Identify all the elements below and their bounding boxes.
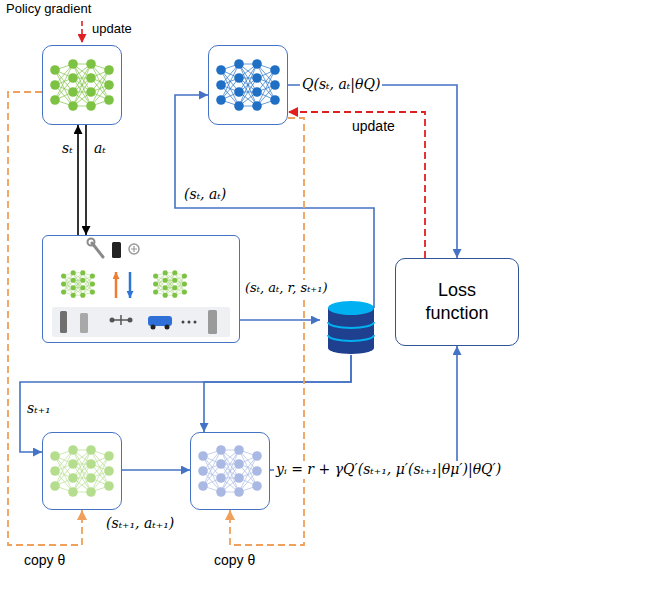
edge-label: copy θ — [22, 552, 67, 570]
target-actor-box — [42, 432, 122, 510]
environment-illustration — [208, 310, 217, 334]
edge-label: copy θ — [212, 552, 257, 570]
copy-arrow — [230, 118, 304, 545]
replay-buffer-icon — [328, 301, 374, 354]
edge-label: aₜ — [92, 140, 108, 158]
target-actor-network-icon — [50, 445, 114, 497]
replay-buffer-icon — [328, 301, 374, 315]
action-arrow — [85, 125, 87, 235]
sample-arrow — [204, 355, 351, 432]
actor-network-box — [42, 45, 122, 125]
loss-function-box: Loss function — [395, 258, 519, 346]
critic-network-icon — [216, 59, 280, 111]
node-label: Loss function — [396, 279, 518, 326]
environment-illustration — [129, 244, 139, 254]
target-critic-network-icon — [198, 445, 262, 497]
annotation-text: update — [90, 21, 134, 37]
critic-network-box — [208, 45, 288, 125]
replay-buffer — [320, 300, 382, 355]
environment-illustration — [182, 321, 185, 324]
environment-illustration — [165, 325, 170, 330]
edge-label: (sₜ₊₁, aₜ₊₁) — [104, 515, 176, 533]
update-arrow — [288, 112, 425, 258]
target-action-arrow — [122, 469, 190, 471]
replay-buffer-icon — [328, 342, 374, 354]
target-critic-box — [190, 432, 270, 510]
policy-gradient-arrow — [81, 21, 83, 43]
edge-label: sₜ — [60, 140, 75, 158]
actor-network-icon — [50, 59, 114, 111]
environment-illustration — [131, 246, 137, 252]
environment-illustration — [110, 318, 115, 323]
environment-illustration — [129, 272, 132, 298]
environment-illustration — [115, 272, 118, 298]
environment-illustration — [52, 239, 230, 338]
target-value-arrow — [270, 346, 457, 470]
environment-illustration — [60, 311, 67, 333]
sample-arrow — [175, 95, 374, 308]
environment-illustration — [52, 307, 230, 337]
environment-illustration — [80, 313, 88, 333]
environment-illustration — [112, 242, 121, 258]
replay-buffer-icon — [328, 322, 374, 341]
q-value-arrow — [288, 85, 457, 258]
edge-label: yᵢ = r + γQ′(sₜ₊₁, μ′(sₜ₊₁|θμ′)|θQ′) — [274, 461, 503, 479]
state-arrow — [77, 125, 79, 235]
edge-label: sₜ₊₁ — [25, 400, 53, 418]
environment-illustration — [88, 239, 95, 246]
environment-illustration — [194, 321, 197, 324]
edge-label: (sₜ, aₜ, r, sₜ₊₁) — [243, 280, 330, 296]
environment-illustration — [188, 321, 191, 324]
environment-illustration — [112, 315, 130, 325]
sample-arrow — [20, 355, 351, 452]
environment-illustration — [153, 270, 187, 298]
environment-illustration — [148, 316, 172, 326]
environment-box — [42, 235, 240, 343]
transition-arrow — [240, 319, 320, 321]
edge-label: update — [350, 118, 397, 136]
environment-illustration — [151, 325, 156, 330]
edge-label: (sₜ, aₜ) — [182, 186, 228, 204]
edge-label: Q(sₜ, aₜ|θQ) — [300, 76, 382, 94]
environment-illustration — [128, 318, 133, 323]
environment-illustration — [61, 270, 95, 298]
annotation-text: Policy gradient — [4, 1, 93, 17]
copy-arrow — [8, 92, 82, 545]
